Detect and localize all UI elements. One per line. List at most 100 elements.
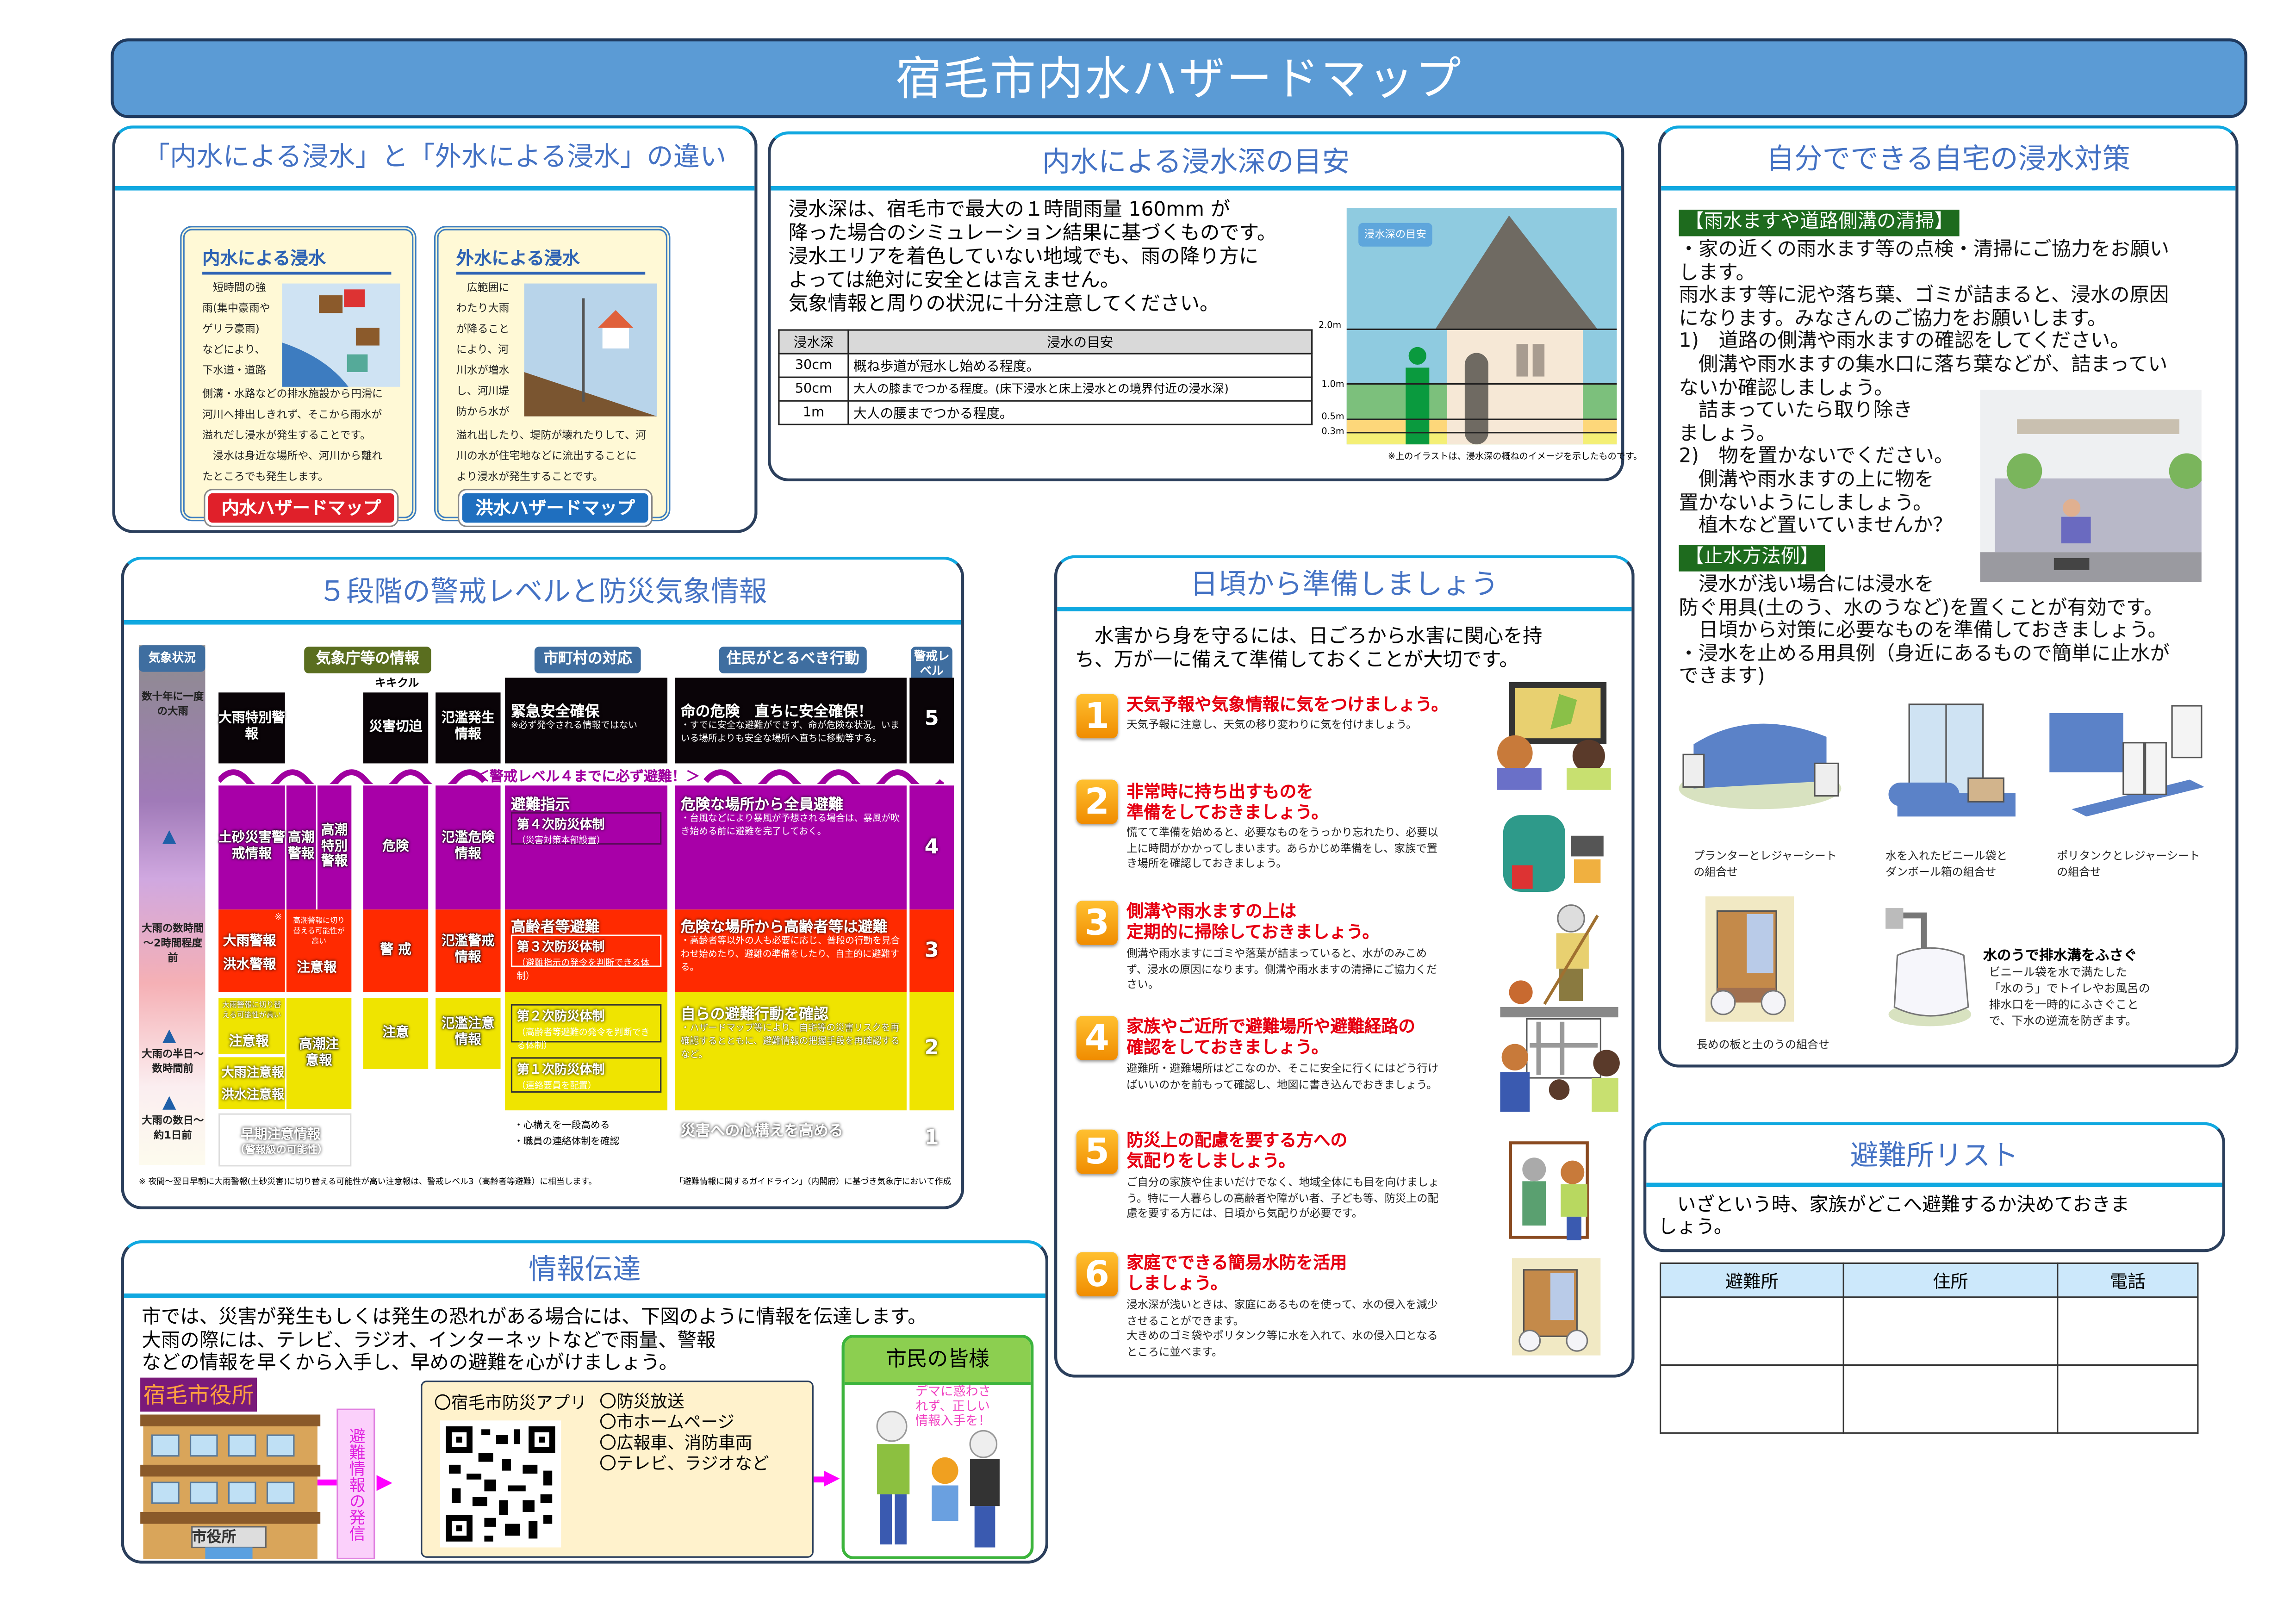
col-phone: 電話 <box>2057 1262 2199 1298</box>
level5-jma: 大雨特別警報 <box>218 692 285 764</box>
level3-jma1: 大雨警報 <box>223 934 276 950</box>
header-level: 警戒レベル <box>911 647 952 682</box>
inland-flood-card: 内水による浸水 短時間の強 雨(集中豪雨や ゲリラ豪雨) などにより、 下水道・… <box>180 226 417 526</box>
level4-action-note: ・台風などにより暴風が予想される場合は、暴風が吹き始める前に避難を完了しておく。 <box>680 813 900 837</box>
level2-jma2: 高潮注意報 <box>286 998 352 1109</box>
weather-tv-illustration <box>1497 682 1611 790</box>
level1-municipal-note: ・心構えを一段高める <box>514 1119 610 1131</box>
level3-system: 第３次防災体制（避難指示の発令を判断できる体制） <box>510 934 662 982</box>
level2-jma1-cell: 大雨警報に切り替える可能性が高い 注意報 <box>218 998 285 1054</box>
inland-flood-illustration <box>282 283 400 387</box>
arrow-up-icon: ▲ <box>162 1025 176 1045</box>
weather-note: 大雨の半日～数時間前 <box>142 1048 204 1075</box>
neighbor-visit-illustration <box>1509 1141 1589 1240</box>
level2-jma1: 注意報 <box>229 1035 269 1050</box>
weather-note: 大雨の数日～約1日前 <box>142 1114 204 1142</box>
address-cell[interactable] <box>1842 1296 2059 1366</box>
app-label: 〇宿毛市防災アプリ <box>434 1392 587 1413</box>
cleaning-text: ・家の近くの雨水ます等の点検・清掃にご協力をお願い します。 雨水ます等に泥や落… <box>1679 239 2170 538</box>
shelter-cell[interactable] <box>1660 1296 1844 1366</box>
difference-heading: 「内水による浸水」と「外水による浸水」の違い <box>115 129 755 191</box>
depth-guide-panel: 内水による浸水深の目安 浸水深は、宿毛市で最大の１時間雨量 160mm が 降っ… <box>768 131 1642 482</box>
level3-system-note: （避難指示の発令を判断できる体制） <box>516 958 650 982</box>
scale-label-03m: 0.3m <box>1321 427 1344 437</box>
level5-flood: 氾濫発生情報 <box>436 692 501 764</box>
depth-value: 30cm <box>778 353 849 378</box>
arrow-right-icon: ▶ <box>824 1466 840 1490</box>
level2-system1: 第１次防災体制（連絡要員を配置） <box>510 1057 662 1093</box>
inland-hazard-map-button[interactable]: 内水ハザードマップ <box>205 490 398 526</box>
level-number: 5 <box>924 707 939 731</box>
level4-flood: 氾濫危険情報 <box>436 785 501 910</box>
level-number: 4 <box>924 835 939 859</box>
flood-hazard-map-button[interactable]: 洪水ハザードマップ <box>459 490 651 526</box>
arrow-up-icon: ▲ <box>162 825 176 846</box>
level2-system2-label: 第２次防災体制 <box>516 1010 605 1025</box>
level3-mark: ※ <box>274 912 282 923</box>
river-card-body-text: 溢れ出したり、堤防が壊れたりして、河 川の水が住宅地などに流出することに より浸… <box>456 428 646 483</box>
inland-card-body-text: 側溝・水路などの排水施設から円滑に 河川へ排出しきれず、そこから雨水が 溢れだし… <box>202 386 383 483</box>
level5-level-cell: 5 <box>909 678 954 764</box>
level2-municipal-cell: 第２次防災体制（高齢者等避難の発令を判断できる体制） 第１次防災体制（連絡要員を… <box>505 992 668 1111</box>
inland-card-title: 内水による浸水 <box>202 245 392 275</box>
level4-wave-divider <box>218 769 945 784</box>
level5-action: 命の危険 直ちに安全確保！ <box>680 704 873 721</box>
info-heading: 情報伝達 <box>124 1243 1045 1298</box>
warning-footnote-right: 「避難情報に関するガイドライン」（内閣府）に基づき気象庁において作成 <box>675 1178 952 1188</box>
tool-caption: 水を入れたビニール袋と ダンボール箱の組合せ <box>1885 849 2008 879</box>
phone-cell[interactable] <box>2057 1364 2199 1434</box>
app-qr-code[interactable] <box>440 1420 561 1548</box>
step-title: 非常時に持ち出すものを 準備をしておきましょう。 <box>1126 781 1329 823</box>
depth-guide: 大人の膝までつかる程度。(床下浸水と床上浸水との境界付近の浸水深) <box>847 376 1313 402</box>
depth-illustration: 浸水深の目安 <box>1346 208 1617 445</box>
level3-jma2-cell: 高潮警報に切り替える可能性が高い 注意報 <box>286 909 352 992</box>
address-cell[interactable] <box>1842 1364 2059 1434</box>
shelter-cell[interactable] <box>1660 1364 1844 1434</box>
step-body: 浸水深が浅いときは、家庭にあるものを使って、水の侵入を減少 させることができます… <box>1126 1298 1438 1358</box>
page-title: 宿毛市内水ハザードマップ <box>111 38 2247 118</box>
depth-illustration-label: 浸水深の目安 <box>1358 223 1432 247</box>
level2-jma1b-cell: 大雨注意報 洪水注意報 <box>218 1057 285 1109</box>
tool-caption: 長めの板と土のうの組合せ <box>1696 1038 1829 1052</box>
inland-card-side-text: 短時間の強 雨(集中豪雨や ゲリラ豪雨) などにより、 下水道・道路 <box>202 280 270 377</box>
level4-municipal-cell: 避難指示 第４次防災体制（災害対策本部設置） <box>505 785 668 910</box>
depth-guide: 概ね歩道が冠水し始める程度。 <box>847 353 1313 378</box>
shelter-table: 避難所 住所 電話 <box>1660 1262 2199 1434</box>
citizens-label: 市民の皆様 <box>844 1338 1031 1385</box>
arrow-right-icon: ▶ <box>376 1470 392 1494</box>
tool-caption: ポリタンクとレジャーシート の組合せ <box>2057 849 2200 879</box>
step-number-badge: 5 <box>1076 1129 1118 1174</box>
step-body: ご自分の家族や住まいだけでなく、地域全体にも目を向けましょ う。特に一人暮らしの… <box>1126 1175 1439 1220</box>
header-weather: 気象状況 <box>138 645 205 672</box>
level5-kikikuru: 災害切迫 <box>363 692 429 764</box>
phone-cell[interactable] <box>2057 1296 2199 1366</box>
stop-water-text: 浸水が浅い場合には浸水を 防ぐ用具(土のう、水のうなど)を置くことが有効です。 … <box>1679 574 2170 689</box>
level4-jma2: 高潮警報 <box>286 785 316 910</box>
table-row <box>1660 1296 2199 1366</box>
level5-municipal-cell: 緊急安全確保 ※必ず発令される情報ではない <box>505 678 668 764</box>
citizens-box: 市民の皆様 デマに惑わさ れず、正しい 情報入手を！ <box>841 1335 1034 1560</box>
level3-municipal: 高齢者等避難 <box>510 920 600 936</box>
level2-system2: 第２次防災体制（高齢者等避難の発令を判断できる体制） <box>510 1004 662 1052</box>
preparation-heading: 日頃から準備しましょう <box>1057 558 1632 611</box>
col-guide: 浸水の目安 <box>847 329 1313 355</box>
level4-level-cell: 4 <box>909 785 954 910</box>
connector-line <box>813 1476 826 1483</box>
preparation-panel: 日頃から準備しましょう 水害から身を守るには、日ごろから水害に関心を持 ち、万が… <box>1054 555 1635 1378</box>
level3-action-note: ・高齢者等以外の人も必要に応じ、普段の行動を見合わせ始めたり、避難の準備をしたり… <box>680 936 900 973</box>
city-hall-building-illustration <box>140 1414 321 1560</box>
level3-flood: 氾濫警戒情報 <box>436 909 501 992</box>
level2-system1-label: 第１次防災体制 <box>516 1063 605 1078</box>
header-kikikuru: キキクル <box>375 676 419 690</box>
step-body: 天気予報に注意し、天気の移り変わりに気を付けましょう。 <box>1126 717 1417 731</box>
depth-value: 1m <box>778 400 849 425</box>
channel-item: 〇広報車、消防車両 <box>599 1432 753 1453</box>
step-body: 側溝や雨水ますにゴミや落葉が詰まっていると、水がのみこめ ず、浸水の原因になりま… <box>1126 946 1437 991</box>
level1-action: 災害への心構えを高める <box>680 1123 843 1140</box>
dispatch-label: 避難情報の発信 <box>336 1408 375 1560</box>
weather-note: 数十年に一度の大雨 <box>142 691 204 718</box>
col-depth: 浸水深 <box>778 329 849 355</box>
